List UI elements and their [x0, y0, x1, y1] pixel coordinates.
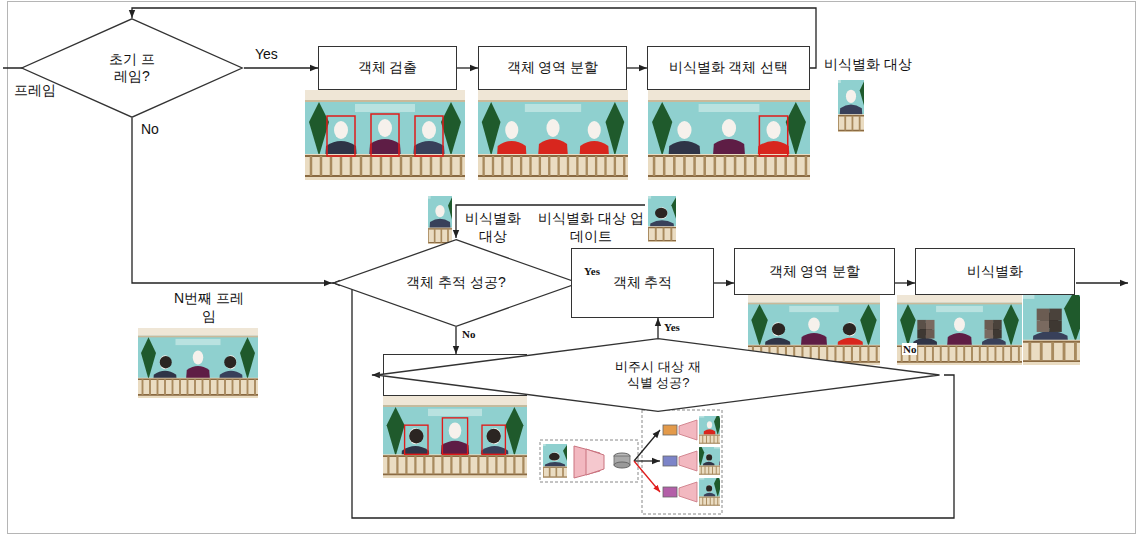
decision-diamond: 비주시 대상 재식별 성공?	[372, 338, 944, 412]
node-text: 비식별화	[967, 263, 1023, 281]
selection-image	[648, 90, 810, 180]
connector	[455, 327, 456, 354]
node-text: 객체 검출	[358, 59, 418, 77]
process-box: 비식별화	[915, 248, 1075, 295]
edge-label: No	[902, 343, 917, 355]
frame-image	[138, 328, 258, 398]
node-text: 객체 추적	[613, 274, 673, 292]
target-thumbnail	[357, 184, 464, 246]
node-text: 초기 프레임?	[104, 51, 160, 86]
connector	[457, 67, 478, 68]
deidentified-image	[897, 295, 1022, 365]
detection-image	[383, 396, 527, 478]
segmentation-image	[478, 90, 628, 180]
annotation-label: 프레임	[14, 82, 56, 100]
connector	[714, 282, 734, 283]
edge-label: No	[140, 122, 160, 137]
node-text: 객체 영역 분할	[507, 59, 599, 77]
node-text: 객체 영역 분할	[769, 263, 861, 281]
output-arrow	[1076, 282, 1128, 283]
connector	[244, 67, 318, 68]
annotation-label: 비식별화 대상	[461, 210, 525, 245]
decision-diamond: 초기 프레임?	[20, 18, 244, 118]
annotation-label: 비식별화 대상 업데이트	[538, 210, 644, 245]
edge-label: No	[461, 328, 476, 340]
process-box: 객체 영역 분할	[734, 248, 895, 295]
connector	[132, 118, 332, 283]
node-text: 객체 추적 성공?	[406, 274, 506, 292]
detection-image	[305, 90, 465, 180]
process-box: 객체 영역 분할	[478, 46, 627, 90]
edge-label: Yes	[663, 321, 681, 333]
node-text: 비식별화 객체 선택	[669, 59, 789, 77]
edge-label: Yes	[583, 265, 601, 277]
process-box: 객체 검출	[318, 46, 457, 90]
process-box: 객체 추적	[571, 248, 714, 318]
edge-label: Yes	[254, 47, 279, 62]
reid-illustration	[472, 409, 755, 514]
node-text: 비주시 대상 재식별 성공?	[612, 359, 704, 392]
connector	[332, 283, 954, 518]
connector	[895, 282, 915, 283]
connector	[627, 67, 647, 68]
annotation-label: N번째 프레임	[174, 290, 244, 325]
process-box: 비식별화 객체 선택	[647, 46, 810, 90]
annotation-label: 비식별화 대상	[824, 56, 912, 74]
connector	[657, 318, 658, 338]
decision-diamond: 객체 추적 성공?	[332, 239, 580, 327]
